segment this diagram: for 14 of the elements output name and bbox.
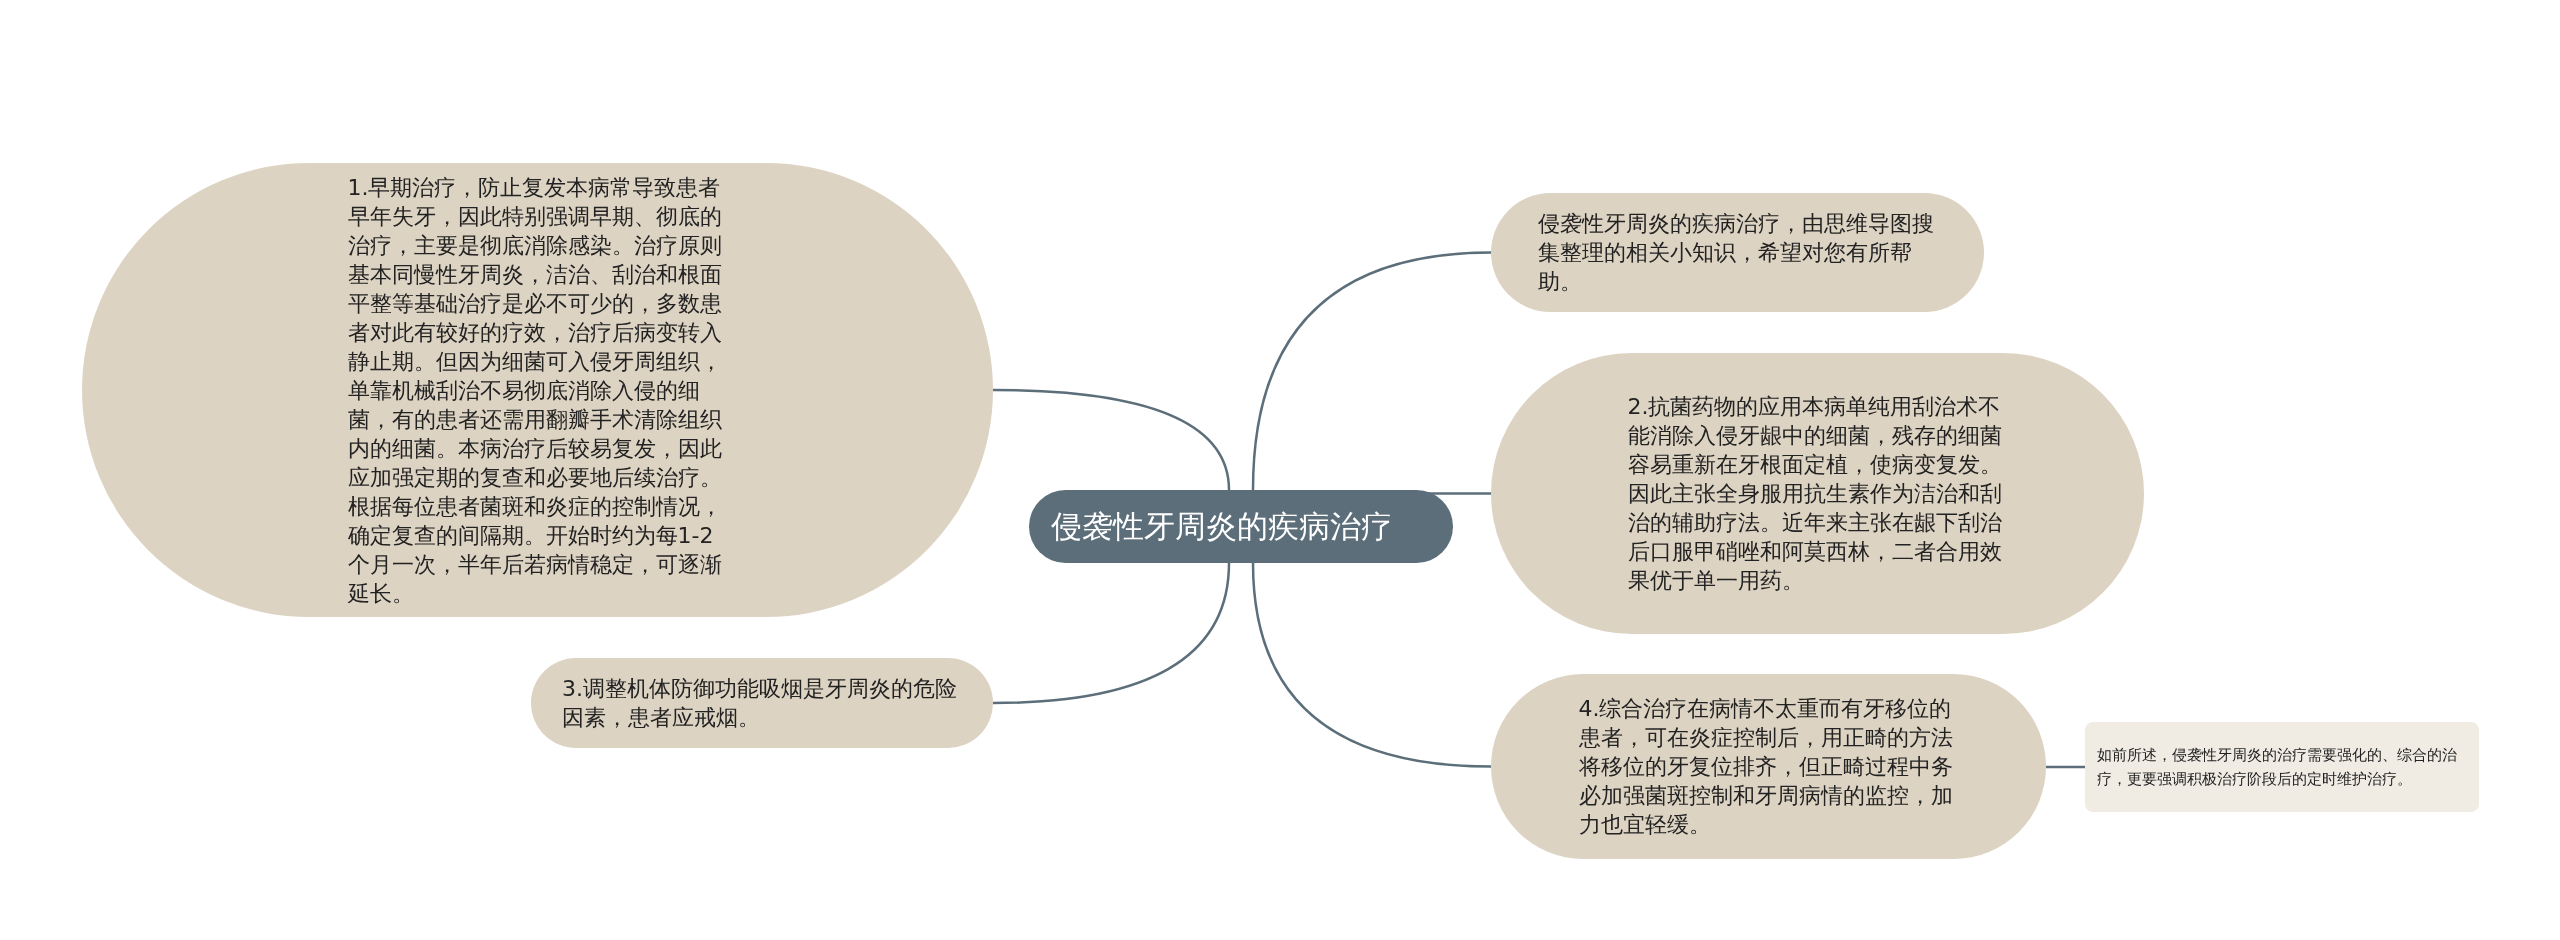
connector-line bbox=[1251, 251, 1492, 491]
central-topic-text: 侵袭性牙周炎的疾病治疗 bbox=[1051, 506, 1393, 546]
topic-text: 2.抗菌药物的应用本病单纯用刮治术不能消除入侵牙龈中的细菌，残存的细菌容易重新在牙根面定植，使病变复发。因此主张全身服用抗生素作为洁治和刮治的辅助疗法。近年来主张在龈下刮治后口服甲硝唑和阿莫西林，二者合用效果优于单一用药。 bbox=[1627, 393, 2003, 595]
topic-text: 1.早期治疗，防止复发本病常导致患者早年失牙，因此特别强调早期、彻底的治疗，主要是彻底消除感染。治疗原则基本同慢性牙周炎，洁治、刮治和根面平整等基础治疗是必不可少的，多数患者对此有较好的疗效，治疗后病变转入静止期。但因为细菌可入侵牙周组织，单靠机械刮治不易彻底消除入侵的细菌，有的患者还需用翻瓣手术清除组织内的细菌。本病治疗后较易复发，因此应加强定期的复查和必要地后续治疗。根据每位患者菌斑和炎症的控制情况，确定复查的间隔期。开始时约为每1-2个月一次，半年后若病情稳定，可逐渐延长。 bbox=[347, 173, 723, 608]
note-card bbox=[2085, 722, 2479, 812]
topic-text: 侵袭性牙周炎的疾病治疗，由思维导图搜集整理的相关小知识，希望对您有所帮助。 bbox=[1537, 210, 1935, 296]
note-text: 如前所述，侵袭性牙周炎的治疗需要强化的、综合的治疗，更要强调积极治疗阶段后的定时维护治疗。 bbox=[2097, 745, 2458, 790]
topic-text: 4.综合治疗在病情不太重而有牙移位的患者，可在炎症控制后，用正畸的方法将移位的牙复位排齐，但正畸过程中务必加强菌斑控制和牙周病情的监控，加力也宜轻缓。 bbox=[1578, 695, 1954, 839]
connector-line bbox=[2046, 765, 2085, 769]
connector-line bbox=[992, 562, 1231, 705]
connector-line bbox=[1251, 562, 1492, 768]
connector-line bbox=[1428, 492, 1491, 495]
topic-text: 3.调整机体防御功能吸烟是牙周炎的危险因素，患者应戒烟。 bbox=[562, 675, 958, 732]
connector-line bbox=[992, 388, 1231, 491]
